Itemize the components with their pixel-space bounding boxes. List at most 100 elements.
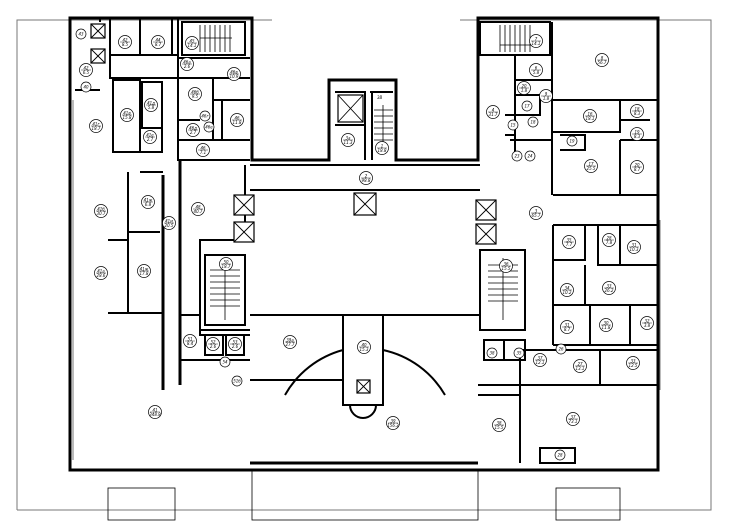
room-tag[interactable]: 46е bbox=[203, 121, 215, 133]
room-tag[interactable]: 201.8 bbox=[517, 81, 531, 95]
room-tag[interactable]: 65.8 bbox=[529, 63, 543, 77]
room-tag-circle bbox=[231, 375, 243, 387]
room-number: 17 bbox=[524, 104, 530, 109]
room-tag[interactable]: 518.4 bbox=[183, 334, 197, 348]
room-area: 15.3 bbox=[360, 347, 369, 352]
room-number: 17 bbox=[588, 162, 594, 167]
room-tag[interactable]: 448.7 bbox=[151, 35, 165, 49]
room-tag[interactable]: 298.8 bbox=[359, 171, 373, 185]
room-tag[interactable]: 17 bbox=[521, 100, 533, 112]
room-tag[interactable]: 51б bbox=[231, 375, 243, 387]
room-tag[interactable]: 15 bbox=[507, 119, 519, 131]
room-tag[interactable]: 38 bbox=[486, 347, 498, 359]
room-tag[interactable]: 18 bbox=[527, 116, 539, 128]
room-number: 46в bbox=[230, 70, 238, 75]
room-tag[interactable]: 26 bbox=[555, 343, 567, 355]
room-area: 18.7 bbox=[222, 264, 231, 269]
left-wing-walls bbox=[75, 18, 250, 390]
room-area: 15.8 bbox=[123, 115, 132, 120]
room-tag[interactable]: 24 bbox=[524, 150, 536, 162]
room-tag[interactable]: 856.7 bbox=[595, 53, 609, 67]
room-tag[interactable]: 467.1 bbox=[196, 143, 210, 157]
room-tag[interactable]: 428.5 bbox=[118, 35, 132, 49]
room-tag[interactable]: 208.7 bbox=[630, 160, 644, 174]
room-area: 5.8 bbox=[148, 105, 155, 110]
room-number: 16 bbox=[587, 112, 593, 117]
room-tag[interactable]: 19 bbox=[566, 135, 578, 147]
room-area: 2.6 bbox=[232, 344, 239, 349]
room-tag[interactable]: 188.3 bbox=[630, 104, 644, 118]
room-tag[interactable]: 91.8 bbox=[539, 89, 553, 103]
room-tag-circle bbox=[566, 135, 578, 147]
room-number: 32 bbox=[644, 319, 650, 324]
room-tag[interactable]: 46г bbox=[199, 110, 211, 122]
room-area: 6.8 bbox=[145, 202, 152, 207]
room-tag[interactable]: 431.7 bbox=[486, 105, 500, 119]
room-number: 51б bbox=[233, 379, 241, 384]
room-tag[interactable]: 43 bbox=[75, 28, 87, 40]
elevator-shaft-icon bbox=[233, 221, 255, 243]
room-tag[interactable]: 365.7 bbox=[529, 206, 543, 220]
room-area: 1.8 bbox=[543, 96, 550, 101]
room-number: 35 bbox=[566, 238, 572, 243]
room-tag[interactable]: 522.6 bbox=[206, 337, 220, 351]
room-tag[interactable]: 714.1 bbox=[529, 34, 543, 48]
room-tag[interactable]: 40 bbox=[80, 81, 92, 93]
room-tag[interactable]: 532.6 bbox=[228, 337, 242, 351]
room-area: 13.1 bbox=[576, 366, 585, 371]
room-area: 7.1 bbox=[200, 150, 206, 155]
room-tag-circle bbox=[219, 356, 231, 368]
room-tag[interactable]: 35 bbox=[513, 347, 525, 359]
room-tag[interactable]: 28 bbox=[554, 449, 566, 461]
room-tag[interactable]: 198.3 bbox=[630, 127, 644, 141]
room-tag[interactable]: 23 bbox=[511, 150, 523, 162]
room-tag[interactable]: 323.8 bbox=[640, 316, 654, 330]
room-number: 46е bbox=[205, 125, 213, 130]
room-tag[interactable]: 118.8 bbox=[375, 141, 389, 155]
room-area: 18.7 bbox=[92, 126, 101, 131]
room-tag[interactable]: 357.7 bbox=[562, 235, 576, 249]
room-tag[interactable]: 287.8 bbox=[602, 233, 616, 247]
room-tag[interactable]: 426.5 bbox=[79, 63, 93, 77]
room-area: 30.7 bbox=[97, 211, 106, 216]
room-tag[interactable]: 54 bbox=[219, 356, 231, 368]
room-number: 8 bbox=[601, 56, 604, 61]
room-tag[interactable]: 318.7 bbox=[560, 320, 574, 334]
room-area: 18.8 bbox=[378, 148, 387, 153]
